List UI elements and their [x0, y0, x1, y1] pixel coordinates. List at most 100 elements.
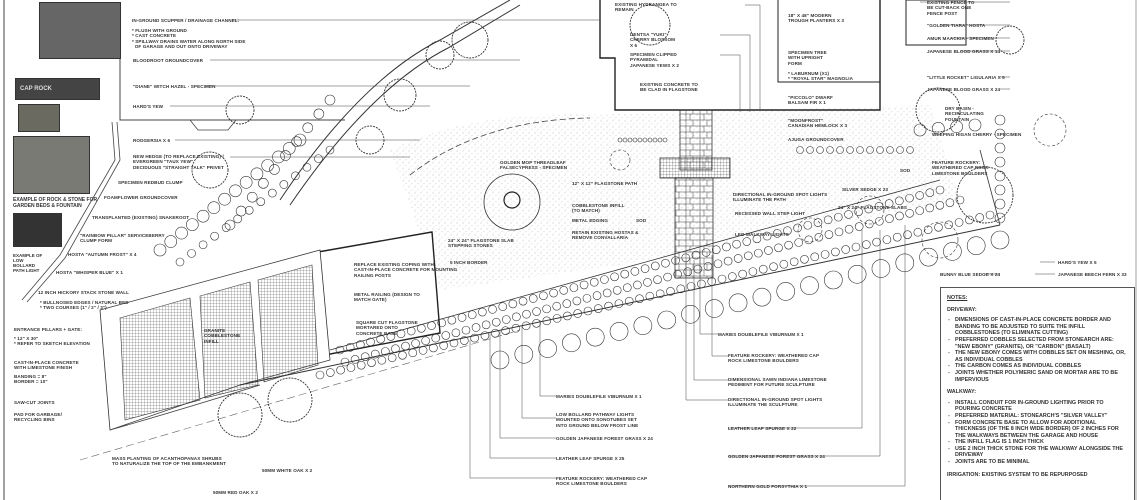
plant-symbol — [293, 133, 307, 147]
plant-symbol — [239, 176, 253, 189]
plant-symbol — [816, 146, 824, 154]
plant-symbol — [326, 368, 335, 377]
plant-symbol — [481, 320, 491, 330]
plant-symbol — [572, 296, 582, 306]
plant-symbol — [366, 337, 375, 347]
plan-label: LED WALKWAY LIGHTS — [735, 232, 789, 237]
plant-symbol — [508, 299, 518, 309]
plant-symbol — [645, 291, 655, 301]
plant-symbol — [728, 293, 748, 313]
plan-label: EXISTING FENCE TO BE CUT-BACK ONE FENCE … — [927, 0, 975, 16]
photo-divider — [119, 50, 345, 121]
tree-symbol — [451, 21, 489, 59]
plant-symbol — [722, 242, 731, 252]
plan-label: MASS PLANTING OF ACANTHOPANAX SHRUBS TO … — [112, 456, 227, 467]
plant-symbol — [856, 146, 864, 154]
plant-symbol — [925, 188, 935, 198]
plan-label: 12" X 12" FLAGSTONE PATH — [572, 181, 638, 186]
plant-symbol — [522, 309, 531, 319]
plan-label: MARIES DOUBLEFILE VIBURNUM X 1 — [556, 394, 642, 399]
plant-symbol — [994, 198, 1006, 210]
tree-symbol — [629, 4, 671, 46]
plan-label: LOW BOLLARD PATHWAY LIGHTS MOUNTED ONTO … — [556, 412, 639, 428]
plan-label: "MOONFROST" CANADIAN HEMLOCK X 3 — [788, 118, 848, 129]
plant-symbol — [779, 259, 789, 269]
plant-symbol — [965, 215, 974, 225]
plant-symbol — [461, 325, 471, 335]
plant-symbol — [683, 267, 693, 277]
plan-label: HOSTA "WHISPER BLUE" X 1 — [56, 270, 123, 275]
plant-symbol — [732, 239, 741, 249]
plant-symbol — [218, 192, 231, 206]
plant-symbol — [748, 267, 758, 276]
plant-symbol — [549, 288, 558, 298]
plant-symbol — [336, 365, 345, 375]
plan-label: JAPANESE BLOOD GRASS X 24 — [927, 87, 1001, 92]
plant-symbol — [532, 307, 541, 316]
tree-symbol — [217, 392, 263, 438]
plant-symbol — [966, 236, 986, 256]
plan-label: NEW HEDGE (TO REPLACE EXISTING) / EVERGR… — [133, 154, 224, 170]
plan-label: RETAIN EXISTING HOSTAS & REMOVE CONVALLA… — [572, 230, 639, 241]
plant-symbol — [401, 341, 410, 351]
plant-symbol — [666, 287, 675, 296]
plant-symbol — [250, 167, 264, 181]
plant-symbol — [622, 137, 628, 143]
plant-symbol — [164, 235, 178, 248]
plan-label: COBBLESTONE INFILL (TO MATCH) — [572, 203, 625, 214]
driveway-cobble-infill-3 — [257, 264, 319, 383]
curved-path-edge — [279, 0, 511, 201]
plant-symbol — [742, 237, 752, 246]
plant-symbol — [913, 123, 927, 137]
plant-symbol — [196, 209, 210, 223]
plant-symbol — [610, 272, 619, 282]
plant-symbol — [429, 343, 438, 353]
plan-label: SQUARE CUT FLAGSTONE MORTARED ONTO CONCR… — [356, 320, 418, 336]
plant-symbol — [703, 262, 713, 271]
plant-symbol — [676, 284, 686, 294]
plant-symbol — [600, 275, 609, 284]
plant-symbol — [617, 137, 623, 143]
plant-symbol — [269, 164, 280, 175]
plan-label: BUNNY BLUE SEDGE X 24 — [940, 272, 1001, 277]
plant-symbol — [681, 304, 700, 324]
plant-symbol — [391, 344, 400, 354]
plant-symbol — [612, 285, 622, 295]
plant-symbol — [498, 302, 508, 311]
tree-symbol — [915, 87, 961, 133]
plant-symbol — [906, 146, 914, 154]
plant-symbol — [733, 254, 743, 263]
plant-symbol — [875, 216, 884, 226]
plant-symbol — [261, 159, 274, 172]
plant-symbol — [844, 210, 853, 219]
plant-symbol — [457, 313, 467, 322]
plant-symbol — [447, 315, 457, 325]
plant-symbol — [691, 250, 701, 260]
plan-label: SPECIMEN REDBUD CLUMP — [118, 180, 183, 185]
plant-symbol — [622, 283, 632, 292]
plant-symbol — [427, 321, 436, 330]
existing-tree-symbol — [921, 221, 959, 259]
plant-symbol — [324, 94, 336, 106]
plant-symbol — [925, 203, 935, 213]
plant-symbol — [905, 208, 914, 218]
plant-symbol — [280, 150, 291, 161]
plant-symbol — [796, 146, 804, 154]
plant-symbol — [836, 146, 844, 154]
plant-symbol — [876, 146, 884, 154]
plant-symbol — [340, 357, 350, 367]
plant-symbol — [713, 259, 723, 269]
plant-symbol — [512, 312, 521, 322]
plant-symbol — [562, 299, 572, 308]
plant-symbol — [655, 289, 665, 299]
plant-symbol — [585, 327, 605, 347]
plant-symbol — [671, 256, 680, 265]
note-item: INSTALL CONDUIT FOR IN-GROUND LIGHTING P… — [948, 400, 1128, 413]
note-item: JOINTS ARE TO BE MINIMAL — [948, 459, 1128, 466]
bed-edge-end — [979, 149, 1001, 226]
leader-lines — [720, 4, 761, 112]
stepping-stone-path — [409, 117, 591, 176]
plant-symbol — [538, 339, 557, 358]
